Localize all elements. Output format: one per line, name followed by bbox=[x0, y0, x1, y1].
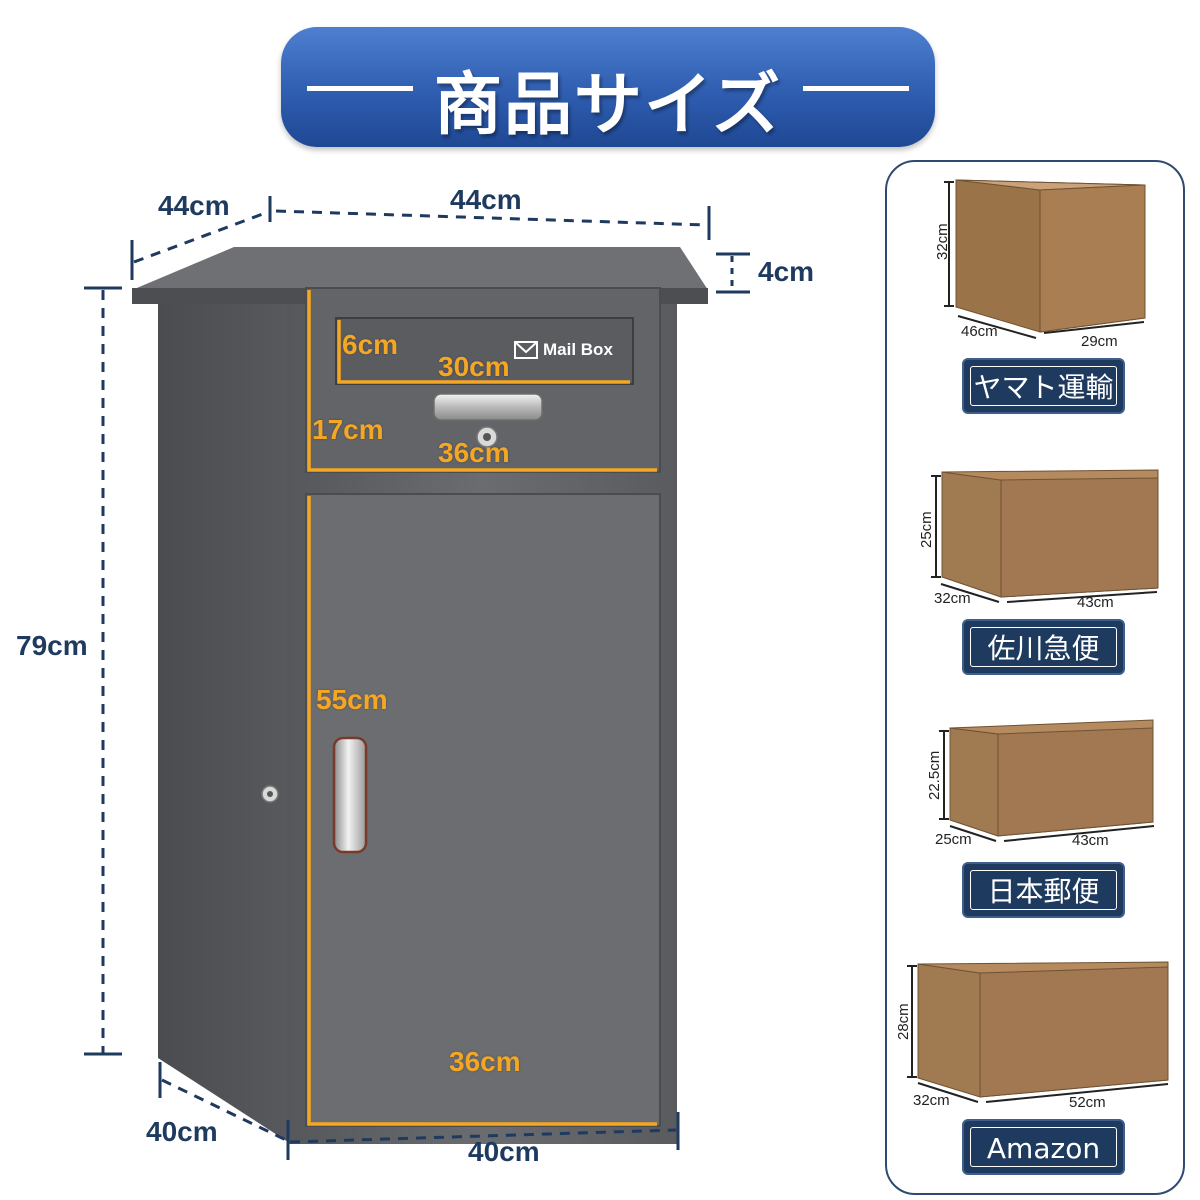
carrier-badge-amazon: Amazon bbox=[962, 1119, 1125, 1175]
carrier-label-japanpost: 日本郵便 bbox=[987, 875, 1100, 908]
box-yamato-width: 29cm bbox=[1081, 333, 1118, 350]
dim-total-height: 79cm bbox=[16, 630, 88, 661]
upper-key-lock-icon bbox=[476, 426, 498, 448]
box-japanpost bbox=[949, 719, 1154, 837]
cabinet-roof-top bbox=[132, 247, 708, 290]
dim-slot-width: 30cm bbox=[438, 351, 510, 382]
dim-upper-width: 36cm bbox=[438, 437, 510, 468]
carrier-badge-japanpost: 日本郵便 bbox=[962, 862, 1125, 918]
mailbox-label: Mail Box bbox=[543, 340, 613, 359]
box-amazon bbox=[917, 961, 1169, 1098]
box-sagawa-depth: 32cm bbox=[934, 590, 971, 607]
upper-handle-icon bbox=[433, 393, 543, 421]
dim-bottom-depth: 40cm bbox=[146, 1116, 218, 1147]
mail-slot bbox=[335, 317, 634, 385]
carrier-label-yamato: ヤマト運輸 bbox=[973, 371, 1114, 404]
dim-lower-height: 55cm bbox=[316, 684, 388, 715]
carrier-label-sagawa: 佐川急便 bbox=[987, 632, 1100, 665]
carrier-badge-sagawa: 佐川急便 bbox=[962, 619, 1125, 675]
box-amazon-depth: 32cm bbox=[913, 1092, 950, 1109]
carrier-badge-yamato: ヤマト運輸 bbox=[962, 358, 1125, 414]
dim-top-depth: 44cm bbox=[158, 190, 230, 221]
banner-line-right bbox=[803, 86, 909, 91]
dim-lower-width: 36cm bbox=[449, 1046, 521, 1077]
banner-line-left bbox=[307, 86, 413, 91]
box-japanpost-height: 22.5cm bbox=[926, 750, 943, 800]
box-amazon-width: 52cm bbox=[1069, 1094, 1106, 1111]
carrier-label-amazon: Amazon bbox=[986, 1132, 1101, 1165]
box-amazon-height: 28cm bbox=[895, 1003, 912, 1040]
box-sagawa-width: 43cm bbox=[1077, 594, 1114, 611]
outer-dimension-lines bbox=[84, 196, 750, 1160]
box-japanpost-width: 43cm bbox=[1072, 832, 1109, 849]
box-yamato-height: 32cm bbox=[934, 223, 951, 260]
box-sagawa-height: 25cm bbox=[918, 511, 935, 548]
dim-slot-height: 6cm bbox=[342, 329, 399, 360]
inner-dimension-lines bbox=[307, 290, 657, 1126]
box-sagawa bbox=[941, 469, 1159, 598]
box-japanpost-depth: 25cm bbox=[935, 831, 972, 848]
dim-bottom-width: 40cm bbox=[468, 1136, 540, 1167]
cabinet-side-panel bbox=[158, 286, 288, 1142]
title-banner: 商品サイズ bbox=[281, 27, 935, 147]
box-yamato bbox=[955, 179, 1146, 333]
dim-top-width: 44cm bbox=[450, 184, 522, 215]
page-title: 商品サイズ bbox=[434, 66, 782, 145]
side-key-lock-icon bbox=[261, 785, 279, 803]
dim-upper-height: 17cm bbox=[312, 414, 384, 445]
dim-roof-height: 4cm bbox=[758, 256, 815, 287]
lower-handle-icon bbox=[332, 736, 368, 854]
box-yamato-depth: 46cm bbox=[961, 323, 998, 340]
envelope-icon bbox=[514, 341, 538, 359]
